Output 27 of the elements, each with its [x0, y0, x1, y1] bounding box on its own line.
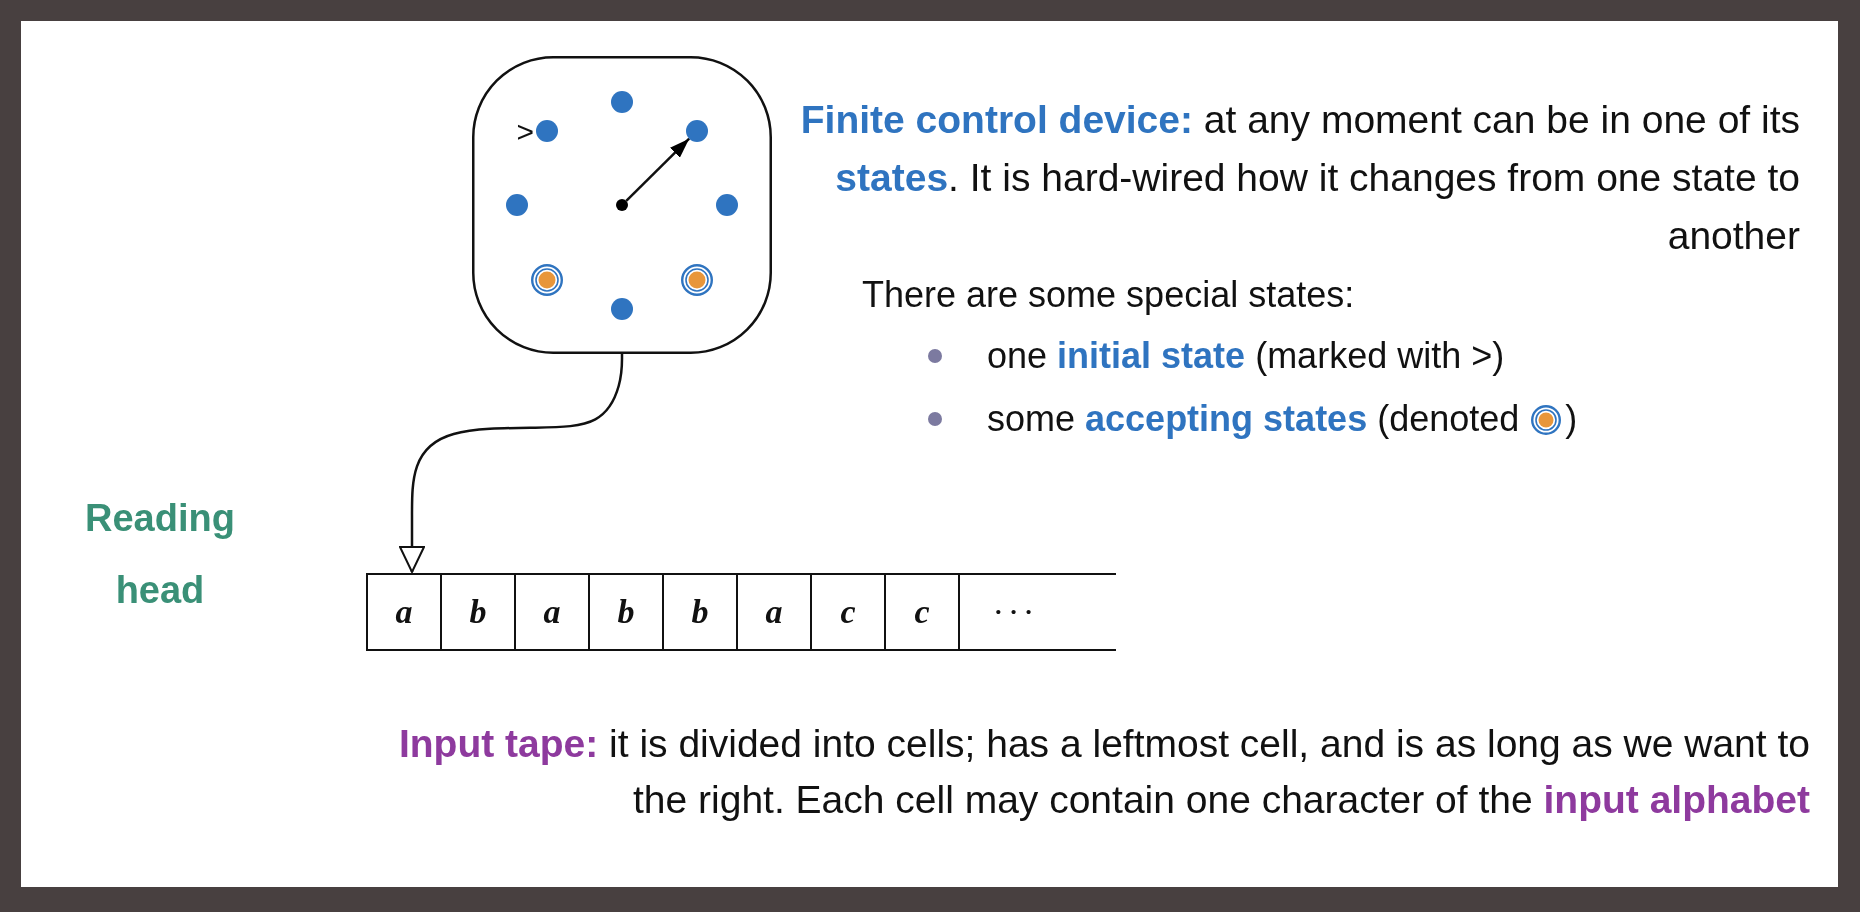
- tape-continuation-cell: · · ·: [958, 573, 1116, 651]
- reading-head-arrow: [399, 354, 624, 573]
- tape-cell: b: [588, 573, 662, 651]
- state-dot: [611, 298, 633, 320]
- tape-cell: c: [884, 573, 958, 651]
- state-dot: [506, 194, 528, 216]
- state-dot: [686, 120, 708, 142]
- device-description: Finite control device: at any moment can be in one of its states. It is hard-wired how it changes from one state to another: [800, 97, 1800, 259]
- state-dot: [716, 194, 738, 216]
- tape-cell: c: [810, 573, 884, 651]
- tape-cell: b: [662, 573, 736, 651]
- tape-cell: a: [736, 573, 810, 651]
- reading-head-label: Reading head: [84, 496, 236, 613]
- control-unit-box: [472, 56, 772, 354]
- input-tape-description: Input tape: it is divided into cells; has a leftmost cell, and is as long as we want to the right. Each cell may contain one character of the input alphabet: [397, 721, 1810, 823]
- tape-cell: a: [366, 573, 440, 651]
- state-dot: [611, 91, 633, 113]
- initial-state-marker: >: [515, 114, 534, 150]
- bullet-text: some accepting states (denoted: [987, 397, 1520, 441]
- state-dot: [536, 120, 558, 142]
- special-states-heading: There are some special states:: [862, 273, 1356, 317]
- closing-parenthesis: ): [1565, 397, 1578, 441]
- transition-pointer-arrow: [625, 137, 691, 202]
- tape-cell: a: [514, 573, 588, 651]
- pivot-dot: [616, 199, 628, 211]
- bullet-text: one initial state (marked with >): [987, 334, 1506, 378]
- tape-cell: b: [440, 573, 514, 651]
